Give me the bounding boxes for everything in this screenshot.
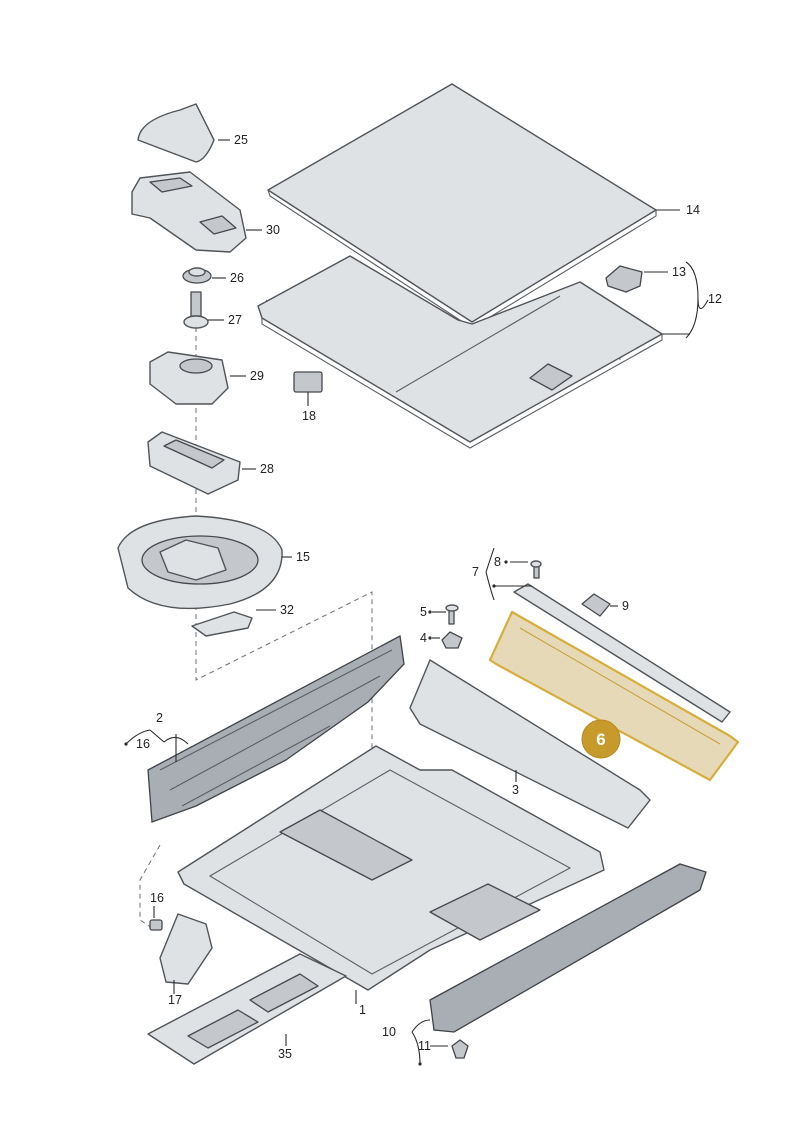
- callout-leader-lines: [124, 139, 709, 1066]
- callout-29: 29: [250, 369, 264, 383]
- callout-30: 30: [266, 223, 280, 237]
- part-12-loading-floor[interactable]: [257, 255, 663, 449]
- part-6-highlighted-trim[interactable]: 6: [488, 610, 740, 782]
- callout-17: 17: [168, 993, 182, 1007]
- part-35-rack[interactable]: [147, 953, 347, 1065]
- part-26-nut[interactable]: [182, 267, 212, 284]
- part-9-clip[interactable]: [581, 593, 611, 617]
- callout-15: 15: [296, 550, 310, 564]
- callout-26: 26: [230, 271, 244, 285]
- part-30-tool-tray[interactable]: [131, 171, 247, 253]
- part-5-screw[interactable]: [445, 604, 459, 625]
- callout-5: 5: [420, 605, 427, 619]
- part-8-screw[interactable]: [530, 560, 542, 579]
- callout-25: 25: [234, 133, 248, 147]
- callout-18: 18: [302, 409, 316, 423]
- part-10-sill-trim[interactable]: [429, 863, 707, 1033]
- callout-27: 27: [228, 313, 242, 327]
- part-16-clip[interactable]: [149, 919, 163, 931]
- callout-28: 28: [260, 462, 274, 476]
- part-7-trim-strip[interactable]: [513, 583, 731, 723]
- callout-1: 1: [359, 1003, 366, 1017]
- callout-numbers: 25 30 26 27 29 28 15 32 14 13 12 18 8 7 …: [136, 133, 722, 1061]
- callout-16-upper: 16: [136, 737, 150, 751]
- part-2-side-trim[interactable]: [147, 634, 405, 823]
- callout-3: 3: [512, 783, 519, 797]
- callout-11: 11: [418, 1039, 431, 1053]
- part-13-handle[interactable]: [605, 265, 643, 293]
- part-15-spare-wheel-well[interactable]: [117, 515, 283, 610]
- callout-16-lower: 16: [150, 891, 164, 905]
- callout-2: 2: [156, 711, 163, 725]
- callout-10: 10: [382, 1025, 396, 1039]
- callout-9: 9: [622, 599, 629, 613]
- part-17-bracket[interactable]: [159, 913, 213, 985]
- callout-35: 35: [278, 1047, 292, 1061]
- callout-7: 7: [472, 565, 479, 579]
- callout-13: 13: [672, 265, 686, 279]
- part-4-clip[interactable]: [441, 631, 463, 649]
- part-29-bracket[interactable]: [149, 351, 229, 405]
- callout-8: 8: [494, 555, 501, 569]
- callout-12: 12: [708, 292, 722, 306]
- part-3-side-trim[interactable]: [409, 659, 651, 829]
- part-1-floor-pan[interactable]: [177, 745, 605, 991]
- part-25-cover-cap[interactable]: [137, 103, 215, 163]
- highlight-badge-label: 6: [596, 730, 605, 749]
- part-11-clip[interactable]: [451, 1039, 469, 1059]
- part-18-retainer[interactable]: [293, 371, 323, 393]
- part-32-clip[interactable]: [191, 611, 253, 637]
- part-27-bolt[interactable]: [183, 291, 209, 329]
- callout-4: 4: [420, 631, 427, 645]
- part-28-frame[interactable]: [147, 431, 241, 495]
- callout-14: 14: [686, 203, 700, 217]
- callout-32: 32: [280, 603, 294, 617]
